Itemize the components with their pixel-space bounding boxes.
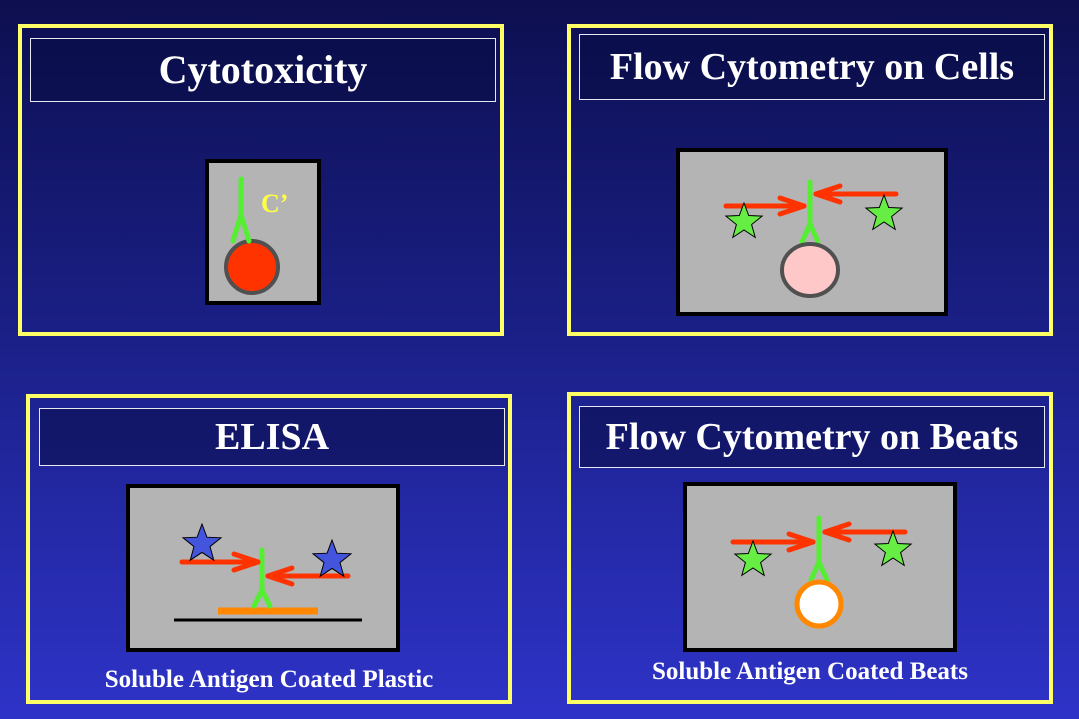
star-icon	[733, 539, 773, 577]
star-icon	[864, 193, 904, 231]
diagram-frame	[683, 482, 957, 652]
complement-label: C’	[261, 189, 289, 218]
secondary-antibody-right	[813, 183, 899, 205]
secondary-antibody-right	[265, 565, 351, 587]
panel-title: Cytotoxicity	[30, 38, 496, 102]
antibody-icon	[251, 547, 273, 609]
antibody-icon	[230, 176, 252, 244]
star-icon	[181, 522, 223, 562]
antibody-icon	[808, 515, 830, 583]
star-icon	[873, 529, 913, 567]
target-cell-icon	[224, 239, 280, 295]
antibody-icon	[799, 179, 821, 245]
panel-cytotoxicity: Cytotoxicity C’	[18, 24, 504, 336]
diagram-frame	[126, 484, 400, 652]
secondary-antibody-left	[723, 195, 807, 217]
secondary-antibody-right	[822, 521, 908, 543]
secondary-antibody-left	[730, 531, 816, 553]
panel-title: Flow Cytometry on Beats	[579, 406, 1045, 468]
panel-caption: Soluble Antigen Coated Beats	[651, 658, 968, 685]
star-icon	[724, 201, 764, 239]
panel-title: ELISA	[39, 408, 505, 466]
star-icon	[311, 538, 353, 578]
panel-caption: Soluble Antigen Coated Plastic	[104, 666, 434, 693]
cytotoxicity-diagram	[224, 176, 280, 295]
elisa-diagram	[174, 522, 362, 622]
flow-cells-diagram	[723, 179, 904, 298]
panel-flow-cells: Flow Cytometry on Cells	[567, 24, 1053, 336]
diagram-frame	[676, 148, 948, 316]
cell-icon	[780, 242, 840, 298]
diagram-frame: C’	[205, 159, 321, 305]
panel-elisa: ELISA Soluble Antigen Coated Pl	[26, 394, 512, 704]
panel-flow-beats: Flow Cytometry on Beats Soluble Antige	[567, 392, 1053, 704]
bead-icon	[794, 579, 844, 629]
secondary-antibody-left	[179, 551, 261, 573]
panel-title: Flow Cytometry on Cells	[579, 34, 1045, 100]
flow-beats-diagram	[730, 515, 913, 629]
